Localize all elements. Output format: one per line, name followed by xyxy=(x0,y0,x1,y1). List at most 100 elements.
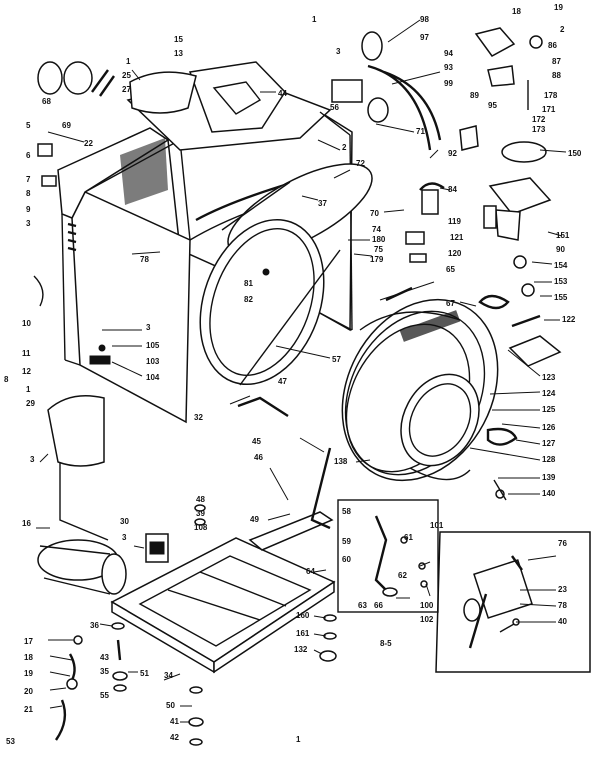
callout-3: 3 xyxy=(26,219,31,228)
callout-15: 15 xyxy=(174,35,183,44)
callout-19: 19 xyxy=(554,3,563,12)
callout-1: 1 xyxy=(26,385,31,394)
callout-180: 180 xyxy=(372,235,386,244)
callout-99: 99 xyxy=(444,79,453,88)
callout-42: 42 xyxy=(170,733,179,742)
callout-94: 94 xyxy=(444,49,453,58)
callout-3: 3 xyxy=(146,323,151,332)
callout-12: 12 xyxy=(22,367,31,376)
small-hardware xyxy=(33,27,562,746)
callout-98: 98 xyxy=(420,15,429,24)
callout-8: 8 xyxy=(26,189,31,198)
callout-40: 40 xyxy=(558,617,567,626)
callout-44: 44 xyxy=(278,89,287,98)
callout-138: 138 xyxy=(334,457,348,466)
detail-inset xyxy=(435,531,591,673)
callout-2: 2 xyxy=(342,143,347,152)
callout-21: 21 xyxy=(24,705,33,714)
callout-19: 19 xyxy=(24,669,33,678)
callout-32: 32 xyxy=(194,413,203,422)
callout-27: 27 xyxy=(122,85,131,94)
callout-171: 171 xyxy=(542,105,556,114)
callout-125: 125 xyxy=(542,405,556,414)
sub-assembly-box xyxy=(337,499,439,613)
callout-49: 49 xyxy=(250,515,259,524)
callout-90: 90 xyxy=(556,245,565,254)
callout-2: 2 xyxy=(560,25,565,34)
callout-35: 35 xyxy=(100,667,109,676)
callout-25: 25 xyxy=(122,71,131,80)
callout-161: 161 xyxy=(296,629,310,638)
callout-43: 43 xyxy=(100,653,109,662)
callout-127: 127 xyxy=(542,439,556,448)
callout-108: 108 xyxy=(194,523,208,532)
callout-58: 58 xyxy=(342,507,351,516)
callout-126: 126 xyxy=(542,423,556,432)
callout-60: 60 xyxy=(342,555,351,564)
callout-75: 75 xyxy=(374,245,383,254)
callout-121: 121 xyxy=(450,233,464,242)
callout-139: 139 xyxy=(542,473,556,482)
callout-11: 11 xyxy=(22,349,31,358)
callout-132: 132 xyxy=(294,645,308,654)
callout-78: 78 xyxy=(558,601,567,610)
front-bulkhead xyxy=(341,298,499,482)
callout-8: 8 xyxy=(4,375,9,384)
callout-56: 56 xyxy=(330,103,339,112)
callout-36: 36 xyxy=(90,621,99,630)
callout-70: 70 xyxy=(370,209,379,218)
callout-179: 179 xyxy=(370,255,384,264)
vent-slots xyxy=(67,222,77,252)
callout-16: 16 xyxy=(22,519,31,528)
callout-23: 23 xyxy=(558,585,567,594)
callout-119: 119 xyxy=(448,217,461,226)
callout-95: 95 xyxy=(488,101,497,110)
callout-100: 100 xyxy=(420,601,434,610)
callout-3: 3 xyxy=(336,47,341,56)
callout-37: 37 xyxy=(318,199,327,208)
callout-88: 88 xyxy=(552,71,561,80)
callout-leaders xyxy=(36,19,567,723)
exhaust-duct xyxy=(37,395,127,595)
callout-65: 65 xyxy=(446,265,455,274)
callout-61: 61 xyxy=(404,533,413,542)
callout-105: 105 xyxy=(146,341,160,350)
callout-47: 47 xyxy=(278,377,287,386)
callout-153: 153 xyxy=(554,277,568,286)
callout-101: 101 xyxy=(430,521,444,530)
callout-57: 57 xyxy=(332,355,341,364)
callout-29: 29 xyxy=(26,399,35,408)
callout-1: 1 xyxy=(126,57,131,66)
callout-160: 160 xyxy=(296,611,310,620)
callout-labels: 5 6 7 8 9 3 10 11 12 1 29 22 69 68 3 105… xyxy=(4,3,582,746)
callout-87: 87 xyxy=(552,57,561,66)
callout-84: 84 xyxy=(448,185,457,194)
callout-86: 86 xyxy=(548,41,557,50)
callout-34: 34 xyxy=(164,671,173,680)
callout-6: 6 xyxy=(26,151,31,160)
callout-76: 76 xyxy=(558,539,567,548)
drum-assembly xyxy=(199,163,373,386)
callout-78: 78 xyxy=(140,255,149,264)
callout-124: 124 xyxy=(542,389,556,398)
callout-173: 173 xyxy=(532,125,546,134)
callout-82: 82 xyxy=(244,295,253,304)
callout-140: 140 xyxy=(542,489,556,498)
callout-18: 18 xyxy=(512,7,521,16)
callout-22: 22 xyxy=(84,139,93,148)
callout-18: 18 xyxy=(24,653,33,662)
callout-69: 69 xyxy=(62,121,71,130)
callout-71: 71 xyxy=(416,127,425,136)
callout-74: 74 xyxy=(372,225,381,234)
callout-93: 93 xyxy=(444,63,453,72)
callout-72: 72 xyxy=(356,159,365,168)
callout-59: 59 xyxy=(342,537,351,546)
callout-172: 172 xyxy=(532,115,546,124)
callout-20: 20 xyxy=(24,687,33,696)
callout-154: 154 xyxy=(554,261,568,270)
callout-62: 62 xyxy=(398,571,407,580)
callout-64: 64 xyxy=(306,567,315,576)
callout-123: 123 xyxy=(542,373,556,382)
callout-55: 55 xyxy=(100,691,109,700)
